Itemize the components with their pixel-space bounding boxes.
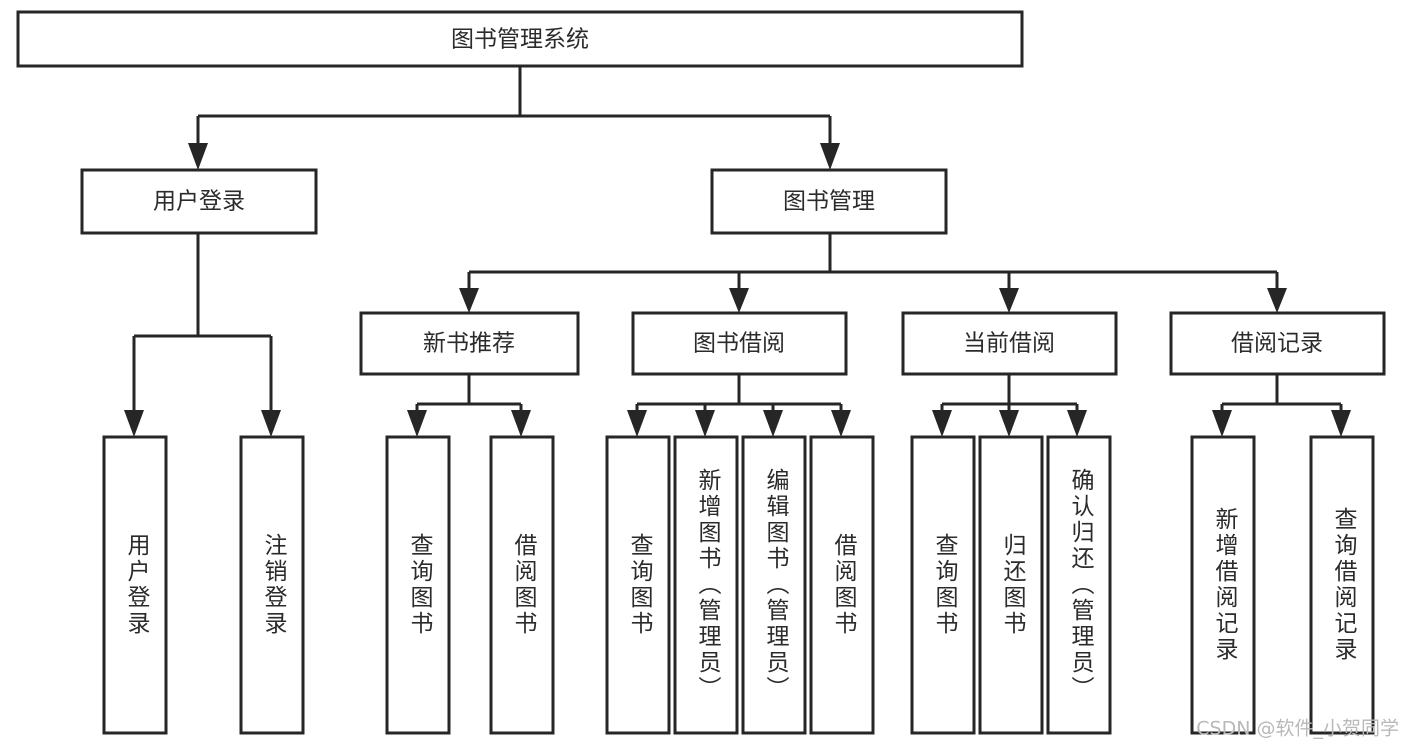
leaf-record-query-label: 查询借阅记录 xyxy=(1330,507,1358,663)
arrow-borrow-leaf1 xyxy=(627,410,647,437)
leaf-user-login-login-label: 用户登录 xyxy=(123,533,151,637)
node-new-book-recommend-label: 新书推荐 xyxy=(423,331,515,357)
arrow-borrow-leaf3 xyxy=(763,410,783,437)
leaf-borrow-query-box[interactable] xyxy=(605,435,671,735)
node-book-borrow[interactable]: 图书借阅 xyxy=(631,311,848,376)
arrow-root-to-bookmgmt xyxy=(820,143,840,170)
leaf-borrow-edit-book-label: 编辑图书（管理员） xyxy=(762,468,790,702)
node-user-login-label: 用户登录 xyxy=(153,189,245,215)
leaf-record-query-box[interactable] xyxy=(1309,435,1375,735)
node-user-login-box[interactable] xyxy=(80,168,318,235)
node-current-borrow[interactable]: 当前借阅 xyxy=(901,311,1118,376)
leaf-user-login-login-box[interactable] xyxy=(102,435,168,735)
leaf-current-query[interactable]: 查询图书 xyxy=(910,435,976,735)
arrow-current-leaf3 xyxy=(1067,410,1087,437)
leaf-record-add[interactable]: 新增借阅记录 xyxy=(1190,435,1256,735)
arrow-record-leaf2 xyxy=(1331,410,1351,437)
leaf-user-login-logout-box[interactable] xyxy=(239,435,305,735)
leaf-user-login-login[interactable]: 用户登录 xyxy=(102,435,168,735)
arrow-userlogin-leaf1 xyxy=(124,410,144,437)
node-book-management[interactable]: 图书管理 xyxy=(710,168,948,235)
node-current-borrow-box[interactable] xyxy=(901,311,1118,376)
leaf-record-add-box[interactable] xyxy=(1190,435,1256,735)
arrow-newbook-leaf1 xyxy=(407,410,427,437)
node-root-box[interactable] xyxy=(16,10,1024,68)
leaf-borrow-query-label: 查询图书 xyxy=(626,533,654,637)
node-current-borrow-label: 当前借阅 xyxy=(963,331,1055,357)
arrow-bookmgmt-to-c3 xyxy=(999,288,1019,313)
leaf-current-query-label: 查询图书 xyxy=(931,533,959,637)
leaf-borrow-add-book[interactable]: 新增图书（管理员） xyxy=(673,435,739,735)
leaf-borrow-edit-book[interactable]: 编辑图书（管理员） xyxy=(741,435,807,735)
arrow-bookmgmt-to-c2 xyxy=(729,288,749,313)
leaf-current-return[interactable]: 归还图书 xyxy=(978,435,1044,735)
arrow-current-leaf1 xyxy=(932,410,952,437)
leaf-record-add-label: 新增借阅记录 xyxy=(1211,507,1239,663)
arrow-current-leaf2 xyxy=(999,410,1019,437)
node-book-management-label: 图书管理 xyxy=(783,189,875,215)
leaf-user-login-logout-label: 注销登录 xyxy=(260,533,288,637)
node-borrow-record-box[interactable] xyxy=(1169,311,1386,376)
leaf-borrow-add-book-label: 新增图书（管理员） xyxy=(694,468,722,702)
leaf-current-confirm-return[interactable]: 确认归还（管理员） xyxy=(1046,435,1112,735)
csdn-watermark: CSDN @软件_小贺同学 xyxy=(1196,718,1399,740)
node-new-book-recommend-box[interactable] xyxy=(359,311,580,376)
leaf-current-return-box[interactable] xyxy=(978,435,1044,735)
leaf-borrow-edit-book-box[interactable] xyxy=(741,435,807,735)
node-user-login[interactable]: 用户登录 xyxy=(80,168,318,235)
leaf-borrow-query[interactable]: 查询图书 xyxy=(605,435,671,735)
leaf-current-confirm-return-label: 确认归还（管理员） xyxy=(1067,468,1095,702)
leaf-user-login-logout[interactable]: 注销登录 xyxy=(239,435,305,735)
node-root-label: 图书管理系统 xyxy=(451,27,589,53)
node-new-book-recommend[interactable]: 新书推荐 xyxy=(359,311,580,376)
leaf-newbook-query-label: 查询图书 xyxy=(406,533,434,637)
leaf-newbook-borrow[interactable]: 借阅图书 xyxy=(489,435,555,735)
connector-layer xyxy=(124,66,1351,437)
leaf-borrow-borrow-book-box[interactable] xyxy=(809,435,875,735)
arrow-bookmgmt-to-c1 xyxy=(459,288,479,313)
node-book-management-box[interactable] xyxy=(710,168,948,235)
leaf-current-return-label: 归还图书 xyxy=(999,533,1027,637)
arrow-userlogin-leaf2 xyxy=(261,410,281,437)
node-borrow-record-label: 借阅记录 xyxy=(1231,331,1323,357)
leaf-record-query[interactable]: 查询借阅记录 xyxy=(1309,435,1375,735)
arrow-root-to-userlogin xyxy=(188,143,208,170)
arrow-record-leaf1 xyxy=(1212,410,1232,437)
leaf-borrow-borrow-book-label: 借阅图书 xyxy=(830,533,858,637)
leaf-borrow-borrow-book[interactable]: 借阅图书 xyxy=(809,435,875,735)
leaf-newbook-borrow-box[interactable] xyxy=(489,435,555,735)
node-book-borrow-label: 图书借阅 xyxy=(693,331,785,357)
node-borrow-record[interactable]: 借阅记录 xyxy=(1169,311,1386,376)
leaf-newbook-query[interactable]: 查询图书 xyxy=(385,435,451,735)
leaf-newbook-borrow-label: 借阅图书 xyxy=(510,533,538,637)
arrow-borrow-leaf2 xyxy=(695,410,715,437)
arrow-borrow-leaf4 xyxy=(831,410,851,437)
leaf-current-confirm-return-box[interactable] xyxy=(1046,435,1112,735)
leaf-newbook-query-box[interactable] xyxy=(385,435,451,735)
leaf-borrow-add-book-box[interactable] xyxy=(673,435,739,735)
arrow-newbook-leaf2 xyxy=(511,410,531,437)
arrow-bookmgmt-to-c4 xyxy=(1267,288,1287,313)
leaf-current-query-box[interactable] xyxy=(910,435,976,735)
node-book-borrow-box[interactable] xyxy=(631,311,848,376)
node-root[interactable]: 图书管理系统 xyxy=(16,10,1024,68)
